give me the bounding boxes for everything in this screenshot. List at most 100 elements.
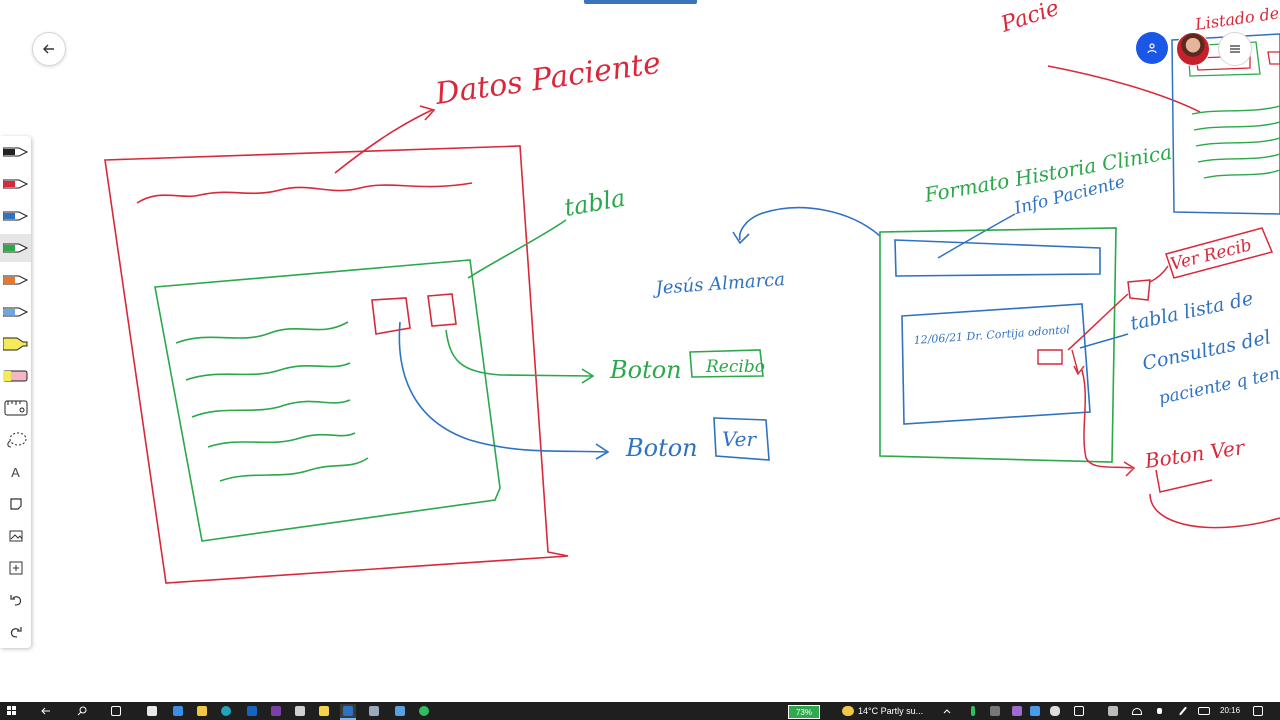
red-pen-tool[interactable]: [0, 170, 31, 198]
highlighter-icon: [2, 337, 27, 351]
taskbar-app-onenote[interactable]: [270, 704, 282, 718]
edge-icon: [221, 706, 231, 716]
redo-icon: [10, 627, 22, 638]
taskbar-back[interactable]: [40, 704, 52, 718]
tray-icon-3[interactable]: [1012, 704, 1022, 718]
whiteboard-icon: [343, 706, 353, 716]
person-icon: [1147, 43, 1157, 54]
orange-pen-tool[interactable]: [0, 266, 31, 294]
notification-icon: [1253, 706, 1263, 716]
weather-widget[interactable]: 14°C Partly su...: [842, 704, 923, 718]
yellow-highlighter-tool[interactable]: [0, 330, 31, 358]
start-button[interactable]: [6, 704, 18, 718]
taskbar-search[interactable]: [76, 704, 88, 718]
image-tool[interactable]: [0, 522, 31, 550]
blue-table-box: [901, 303, 1091, 425]
taskbar-app-explorer[interactable]: [196, 704, 208, 718]
usb-icon: [971, 706, 975, 716]
green-pen-tool[interactable]: [0, 234, 31, 262]
green-form-outline: [879, 227, 1117, 463]
back-button[interactable]: [32, 32, 66, 66]
red-header-squiggle: [136, 182, 473, 204]
eraser-tool[interactable]: [0, 362, 31, 390]
notifications-button[interactable]: [1252, 704, 1264, 718]
clock[interactable]: 20:16: [1220, 706, 1241, 715]
tray-icon-4[interactable]: [1030, 704, 1040, 718]
menu-button[interactable]: [1218, 32, 1252, 66]
red-button-ver-sketch: [371, 297, 411, 335]
taskbar-app-snip[interactable]: [368, 704, 380, 718]
taskbar-app-whatsapp[interactable]: [418, 704, 430, 718]
show-hidden-icons[interactable]: [942, 704, 952, 718]
taskbar-app-store[interactable]: [146, 704, 158, 718]
boton-ver-right-label: Boton Ver: [1142, 435, 1247, 473]
patient-name-annotation: Jesús Almarca: [651, 269, 786, 299]
text-tool[interactable]: A: [0, 458, 31, 486]
lasso-tool[interactable]: [0, 426, 31, 454]
light-blue-pen-tool[interactable]: [0, 298, 31, 326]
keyboard-button[interactable]: [1198, 704, 1210, 718]
tray-icon-7[interactable]: [1108, 704, 1118, 718]
app-icon: [295, 706, 305, 716]
whatsapp-icon: [419, 706, 429, 716]
undo-icon: [9, 595, 21, 606]
tabla-lista-line2: Consultas del: [1140, 326, 1272, 375]
tray-icon-2[interactable]: [990, 704, 1000, 718]
blue-pen-tool[interactable]: [0, 202, 31, 230]
tray-icon-1[interactable]: [968, 704, 978, 718]
tabla-label: tabla: [562, 184, 627, 222]
add-page-icon: [9, 561, 22, 575]
ruler-tool[interactable]: [0, 394, 31, 422]
whiteboard-canvas[interactable]: Datos Paciente tabla Boton Recibo Boton …: [0, 0, 1280, 702]
tray-icon-6[interactable]: [1074, 704, 1084, 718]
wifi-button[interactable]: [1132, 704, 1142, 718]
pen-toolbar: A: [0, 136, 31, 648]
store-icon: [147, 706, 157, 716]
taskbar-app-mail[interactable]: [172, 704, 184, 718]
page-tab-indicator[interactable]: [584, 0, 697, 4]
black-pen-tool[interactable]: [0, 138, 31, 166]
chevron-up-icon: [943, 709, 951, 714]
task-view-button[interactable]: [110, 704, 122, 718]
share-button[interactable]: [1136, 32, 1168, 64]
black-pen-icon: [2, 147, 28, 157]
avatar[interactable]: [1176, 32, 1210, 66]
add-page-tool[interactable]: [0, 554, 31, 582]
pen-menu-button[interactable]: [1178, 704, 1188, 718]
eraser-icon: [2, 370, 27, 382]
image-icon: [9, 530, 22, 542]
cloud-icon: [1050, 706, 1060, 716]
hamburger-icon: [1230, 45, 1240, 53]
tray-app-icon: [1074, 706, 1084, 716]
ruler-icon: [4, 400, 27, 416]
outlook-icon: [247, 706, 257, 716]
taskbar-app-sticky[interactable]: [318, 704, 330, 718]
shapes-tool[interactable]: [0, 490, 31, 518]
partly-sunny-icon: [842, 706, 854, 716]
tray-icon-5[interactable]: [1050, 704, 1060, 718]
taskbar-app-edge[interactable]: [220, 704, 232, 718]
light-blue-pen-icon: [2, 307, 28, 317]
volume-button[interactable]: [1154, 704, 1164, 718]
arrow-left-icon: [43, 44, 54, 54]
taskbar-app-outlook[interactable]: [246, 704, 258, 718]
snip-icon: [369, 706, 379, 716]
battery-indicator[interactable]: 73%: [788, 705, 820, 719]
red-page-outline: [104, 145, 569, 584]
undo-tool[interactable]: [0, 586, 31, 614]
boton-ver-label: Boton: [625, 434, 698, 462]
top-partial-listado: Listado de: [1193, 3, 1280, 34]
boton-recibo-label: Boton: [609, 356, 682, 384]
blue-pen-icon: [2, 211, 28, 221]
taskbar-app-whiteboard[interactable]: [340, 704, 356, 720]
taskbar-app-photos[interactable]: [394, 704, 406, 718]
redo-tool[interactable]: [0, 618, 31, 646]
taskbar-app-misc[interactable]: [294, 704, 306, 718]
recibo-box-text: Recibo: [705, 357, 765, 377]
photos-icon: [395, 706, 405, 716]
recibo-box: [689, 349, 764, 378]
mail-icon: [173, 706, 183, 716]
pen-icon: [1179, 706, 1187, 716]
datos-paciente-label: Datos Paciente: [432, 46, 663, 112]
weather-text: 14°C Partly su...: [858, 706, 924, 716]
